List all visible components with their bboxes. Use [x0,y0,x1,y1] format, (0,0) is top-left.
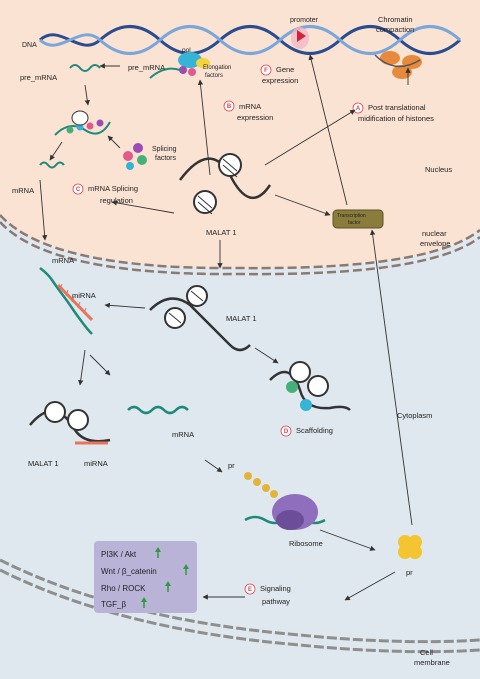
chromatin-label-2: compaction [376,25,414,34]
svg-text:Gene: Gene [276,65,294,74]
tf-label-1: Transcription [337,213,366,219]
svg-text:pathway: pathway [262,597,290,606]
malat1-bottom-label: MALAT 1 [28,459,59,468]
protein-pr-icon [398,535,422,559]
mrna-cyto-label: mRNA [52,256,74,265]
pathway-item: TGF_β [101,600,126,609]
mrna-mid-label: mRNA [172,430,194,439]
svg-text:mRNA: mRNA [239,102,261,111]
splicing-factors-icon [123,143,147,170]
malat1-nucleus-icon [179,153,272,215]
mrna-nucleus-strand [39,161,65,169]
transcription-factor-box [332,209,384,229]
mechanism-e: E Signaling pathway [244,583,291,606]
svg-text:midification of histones: midification of histones [358,114,434,123]
malat1-mirna-icon [29,401,111,445]
svg-text:expression: expression [262,76,298,85]
pathway-item: PI3K / Akt [101,550,137,559]
mrna-nucleus-label: mRNA [12,186,34,195]
cell-membrane-inner [0,568,480,654]
nuclear-envelope-label-1: nuclear [422,229,447,238]
spliceosome-icon [54,110,111,136]
malat1-cyto-label: MALAT 1 [226,314,257,323]
svg-text:F: F [264,68,268,74]
scaffolding-icon [269,361,351,411]
svg-text:B: B [227,104,232,110]
promoter-label: promoter [290,17,319,24]
elongation-label-2: factors [205,73,223,79]
mrna-mirna-duplex [39,267,94,335]
mirna-bottom-label: miRNA [84,459,108,468]
peptide-chain-icon [244,472,278,498]
mechanism-a: A Post translational midification of his… [352,102,434,123]
splicing-label-2: factors [155,155,177,162]
pathway-item: Rho / ROCK [101,584,146,593]
dna-label: DNA [22,42,37,49]
nuclear-envelope-outer [0,214,480,270]
mechanism-b: B mRNA expression [223,100,273,122]
splicing-label-1: Splicing [152,146,177,153]
up-arrow-icon [141,547,189,608]
pol-label: pol [182,47,191,54]
svg-text:D: D [284,429,289,435]
mechanism-d: D Scaffolding [280,425,333,437]
pathway-box [94,541,197,613]
mirna-cyto-label: miRNA [72,291,96,300]
ribosome-icon [244,494,326,530]
svg-text:A: A [356,106,361,112]
elongation-label-1: Elongation [203,65,231,71]
svg-text:mRNA Splicing: mRNA Splicing [88,184,138,193]
pathway-item: Wnt / β_catenin [101,567,157,576]
nucleus-label: Nucleus [425,165,452,174]
pr-right-label: pr [406,568,413,577]
pathway-list: PI3K / Akt Wnt / β_catenin Rho / ROCK TG… [101,550,157,609]
mrna-mid-strand [127,405,189,415]
svg-text:expression: expression [237,113,273,122]
cell-membrane-label-2: membrane [414,658,450,667]
svg-text:Signaling: Signaling [260,584,291,593]
svg-text:Post translational: Post translational [368,103,426,112]
arrows [39,54,413,601]
ribosome-label: Ribosome [289,539,323,548]
mechanism-f: F Gene expression [260,64,298,85]
nucleus-background [0,0,480,269]
promoter-icon [297,30,306,42]
pre-mrna-left-label: pre_mRNA [20,73,57,82]
svg-text:regulation: regulation [100,196,133,205]
svg-text:Scaffolding: Scaffolding [296,426,333,435]
pre-mrna-left-strand [69,64,101,72]
dna-helix [38,25,462,55]
svg-text:E: E [248,587,252,593]
nuclear-envelope-label-2: envelope [420,239,450,248]
pr-left-label: pr [228,461,235,470]
cytoplasm-label: Cytoplasm [397,411,432,420]
malat1-cyto-icon [149,285,251,352]
polymerase-icon [178,52,210,76]
nuclear-envelope-inner [0,221,480,276]
cell-membrane-label-1: Cell [420,648,433,657]
nascent-rna [149,67,181,79]
malat1-nucleus-label: MALAT 1 [206,228,237,237]
chromatin-label-1: Chromatin [378,15,413,24]
cell-membrane-outer [0,558,480,644]
pre-mrna-top-label: pre_mRNA [128,63,165,72]
tf-label-2: factor [348,220,361,226]
svg-text:C: C [76,187,81,193]
